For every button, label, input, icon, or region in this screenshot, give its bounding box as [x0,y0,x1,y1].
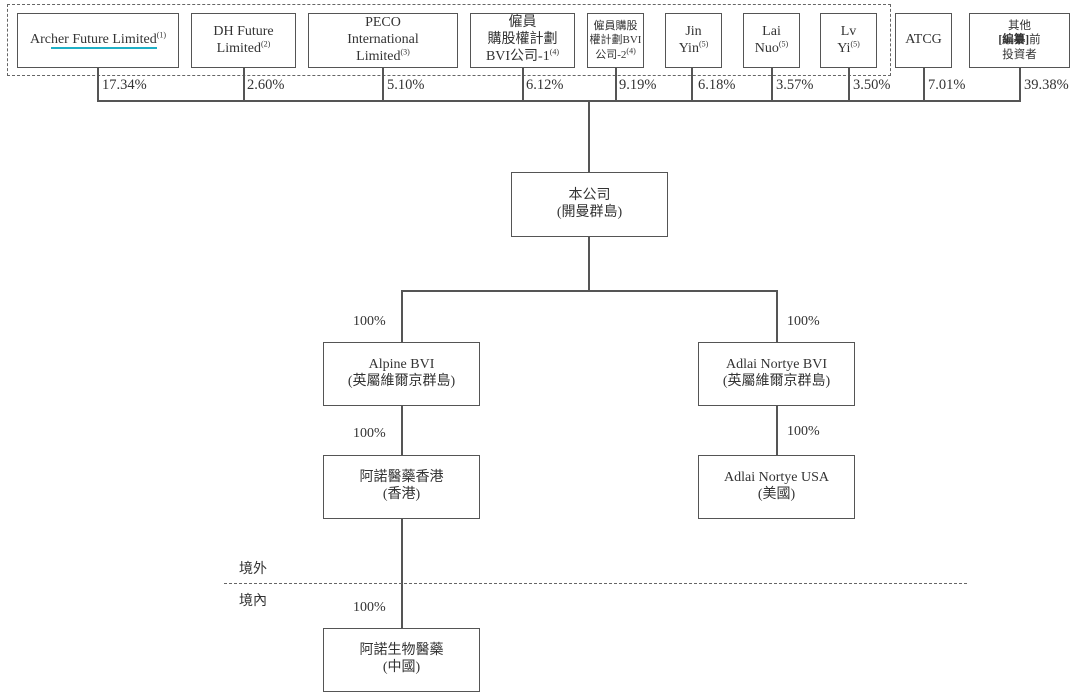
connector-dh [243,68,245,101]
shareholder-bus-line [97,100,1021,102]
pct-jin: 6.18% [698,77,736,93]
connector-adlai-bvi-to-usa [776,406,778,455]
subsidiary-box-adlai-nortye-usa: Adlai Nortye USA (美國) [698,455,855,519]
pct-atcg: 7.01% [928,77,966,93]
pct-hk: 100% [353,426,386,441]
company-box: 本公司 (開曼群島) [511,172,668,237]
pct-other: 39.38% [1024,77,1069,93]
connector-alpine-to-hk [401,406,403,455]
pct-esop2: 9.19% [619,77,657,93]
connector-to-company [588,100,590,172]
pct-usa: 100% [787,424,820,439]
pct-china: 100% [353,600,386,615]
connector-lai [771,68,773,101]
shareholder-box-lai-nuo: Lai Nuo(5) [743,13,800,68]
pct-lv: 3.50% [853,77,891,93]
shareholder-box-peco: PECO International Limited(3) [308,13,458,68]
pct-adlai-bvi: 100% [787,314,820,329]
pct-lai: 3.57% [776,77,814,93]
region-label-offshore: 境外 [239,562,267,577]
shareholder-group-dashed-box [7,4,891,76]
shareholder-box-archer: Archer Future Limited(1) [17,13,179,68]
connector-esop2 [615,68,617,101]
shareholder-box-lv-yi: Lv Yi(5) [820,13,877,68]
connector-archer [97,68,99,101]
offshore-onshore-boundary [224,583,967,584]
shareholder-box-dh-future: DH Future Limited(2) [191,13,296,68]
highlighted-text: her Future Limited [50,32,157,50]
connector-company-down [588,237,590,291]
pct-peco: 5.10% [387,77,425,93]
shareholder-box-other-investors: 其他 [編纂]前 投資者 [969,13,1070,68]
connector-esop1 [522,68,524,101]
shareholder-box-esop-bvi-2: 僱員購股 權計劃BVI 公司-2(4) [587,13,644,68]
subsidiary-box-adlai-nortye-bvi: Adlai Nortye BVI (英屬維爾京群島) [698,342,855,406]
shareholder-box-jin-yin: Jin Yin(5) [665,13,722,68]
pct-archer: 17.34% [102,77,147,93]
subsidiary-split-line [401,290,777,292]
connector-other [1019,68,1021,101]
pct-esop1: 6.12% [526,77,564,93]
subsidiary-box-alpine-bvi: Alpine BVI (英屬維爾京群島) [323,342,480,406]
connector-atcg [923,68,925,101]
connector-to-alpine [401,290,403,342]
connector-hk-to-china [401,519,403,628]
subsidiary-box-adlai-hk: 阿諾醫藥香港 (香港) [323,455,480,519]
connector-peco [382,68,384,101]
connector-jin [691,68,693,101]
connector-to-adlai-bvi [776,290,778,342]
region-label-onshore: 境內 [239,594,267,609]
subsidiary-box-adlai-china: 阿諾生物醫藥 (中國) [323,628,480,692]
pct-alpine: 100% [353,314,386,329]
pct-dh: 2.60% [247,77,285,93]
shareholder-box-esop-bvi-1: 僱員 購股權計劃 BVI公司-1(4) [470,13,575,68]
shareholder-box-atcg: ATCG [895,13,952,68]
connector-lv [848,68,850,101]
